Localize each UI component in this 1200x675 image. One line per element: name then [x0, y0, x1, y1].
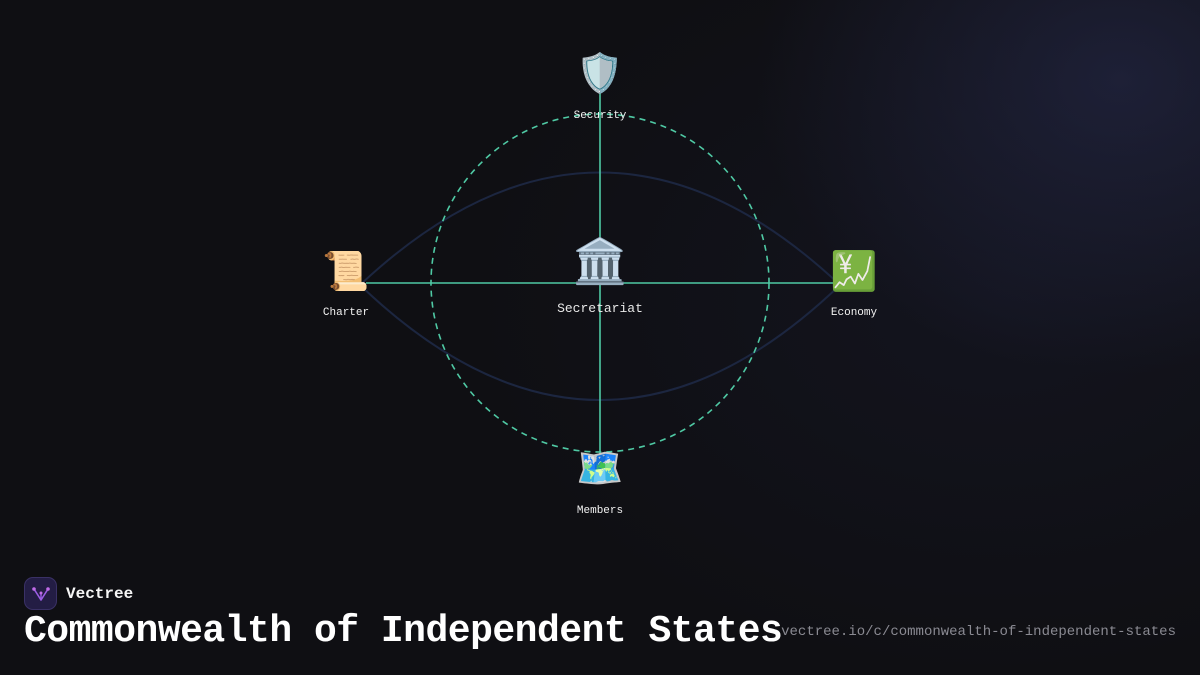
node-members[interactable]: 🗺️ Members [576, 446, 623, 517]
classical-building-icon: 🏛️ [573, 236, 628, 287]
yen-chart-icon: 💹 [830, 249, 877, 293]
center-node[interactable]: 🏛️ Secretariat [557, 236, 643, 316]
node-label-economy: Economy [831, 307, 878, 319]
node-security[interactable]: 🛡️ Security [574, 51, 627, 122]
scroll-icon: 📜 [322, 249, 369, 293]
node-charter[interactable]: 📜 Charter [322, 249, 369, 319]
node-label-security: Security [574, 110, 627, 122]
world-map-icon: 🗺️ [576, 446, 623, 490]
shield-icon: 🛡️ [576, 51, 623, 95]
vectree-logo-icon [24, 577, 57, 610]
page-url[interactable]: vectree.io/c/commonwealth-of-independent… [781, 624, 1176, 640]
brand[interactable]: Vectree [24, 577, 133, 610]
brand-name: Vectree [66, 584, 134, 603]
node-label-charter: Charter [323, 307, 369, 319]
node-label-members: Members [577, 505, 623, 517]
page-title: Commonwealth of Independent States [24, 610, 783, 653]
center-label: Secretariat [557, 301, 643, 316]
node-economy[interactable]: 💹 Economy [830, 249, 877, 319]
